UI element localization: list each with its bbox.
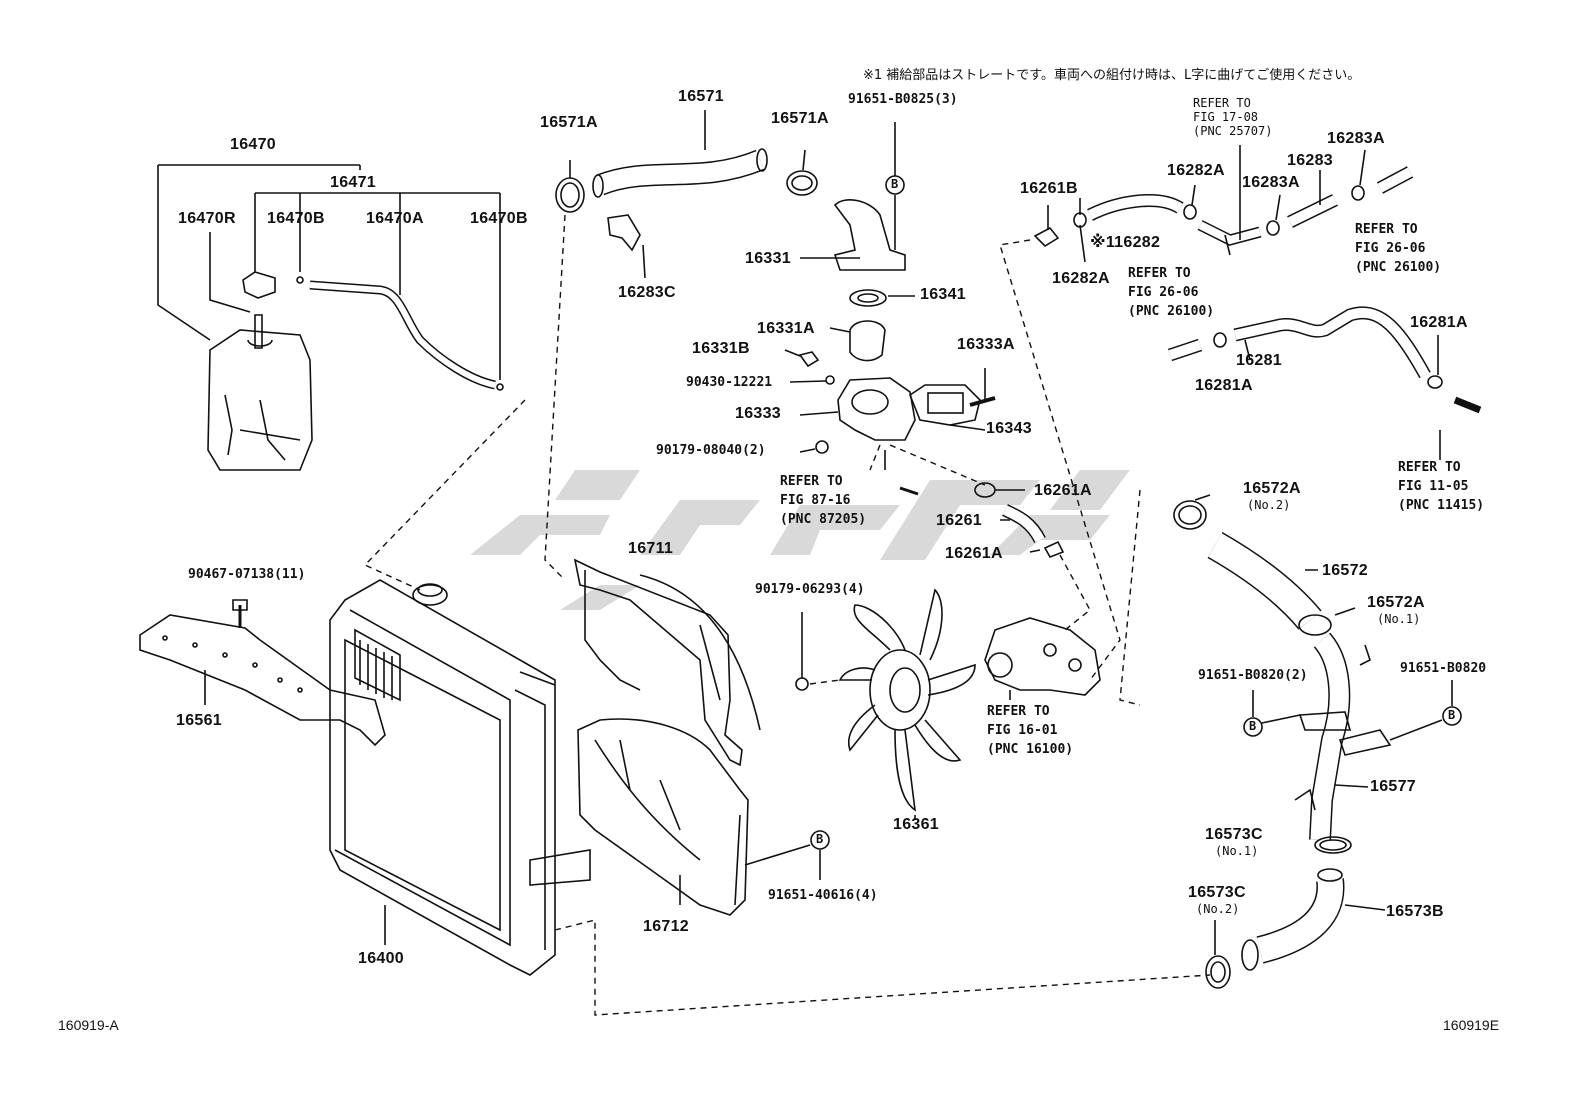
- part-label-91651-40616[interactable]: 91651-40616(4): [768, 888, 878, 903]
- part-label-16711[interactable]: 16711: [628, 540, 674, 557]
- radiator-support: [139, 614, 386, 747]
- part-label-90430-12221[interactable]: 90430-12221: [686, 375, 773, 390]
- part-label-16283a-2[interactable]: 16283A: [1242, 174, 1300, 191]
- part-label-16573c-2-sub: (No.2): [1196, 902, 1240, 916]
- part-label-16331[interactable]: 16331: [745, 250, 791, 267]
- part-label-91651-b0820-2[interactable]: 91651-B0820: [1400, 661, 1487, 676]
- part-label-16572[interactable]: 16572: [1322, 562, 1368, 579]
- part-label-16261a-1[interactable]: 16261A: [1034, 482, 1092, 499]
- part-label-16333[interactable]: 16333: [735, 405, 781, 422]
- fan-shroud-lower: [577, 718, 749, 916]
- cooling-fan: [838, 588, 976, 820]
- part-label-16281a-2[interactable]: 16281A: [1195, 377, 1253, 394]
- part-label-16283a-1[interactable]: 16283A: [1327, 130, 1385, 147]
- part-label-16470b-1[interactable]: 16470B: [267, 210, 325, 227]
- part-label-91651-b0825[interactable]: 91651-B0825(3): [848, 92, 958, 107]
- radiator: [329, 579, 591, 976]
- part-label-16341[interactable]: 16341: [920, 286, 966, 303]
- part-label-90179-08040[interactable]: 90179-08040(2): [656, 443, 766, 458]
- part-label-16577[interactable]: 16577: [1370, 778, 1416, 795]
- part-label-16400[interactable]: 16400: [358, 950, 404, 967]
- part-label-16281[interactable]: 16281: [1236, 352, 1282, 369]
- part-label-16361[interactable]: 16361: [893, 816, 939, 833]
- part-label-16572a-1[interactable]: 16572A: [1243, 480, 1301, 497]
- supply-part-note: ※1 補給部品はストレートです。車両への組付け時は、L字に曲げてご使用ください。: [863, 68, 1361, 83]
- part-label-16343[interactable]: 16343: [986, 420, 1032, 437]
- part-label-16261[interactable]: 16261: [936, 512, 982, 529]
- part-label-90467-07138[interactable]: 90467-07138(11): [188, 567, 306, 582]
- part-label-91651-b0820-1[interactable]: 91651-B0820(2): [1198, 668, 1308, 683]
- part-label-16283c[interactable]: 16283C: [618, 284, 676, 301]
- part-label-16282a-2[interactable]: 16282A: [1052, 270, 1110, 287]
- watermark-logo: [470, 470, 1130, 610]
- part-label-16572a-2-sub: (No.1): [1377, 612, 1421, 626]
- water-pump: [984, 617, 1101, 700]
- part-label-16573c-1[interactable]: 16573C: [1205, 826, 1263, 843]
- part-label-16573b[interactable]: 16573B: [1386, 903, 1444, 920]
- part-label-16573c-1-sub: (No.1): [1215, 844, 1259, 858]
- connector-b-marker-shroud: B: [816, 832, 824, 846]
- refer-fig-17-08[interactable]: REFER TO FIG 17-08 (PNC 25707): [1193, 96, 1273, 138]
- part-label-16333a[interactable]: 16333A: [957, 336, 1015, 353]
- figure-id-right: 160919E: [1443, 1017, 1500, 1033]
- figure-id-left: 160919-A: [58, 1017, 119, 1033]
- part-label-16470[interactable]: 16470: [230, 136, 276, 153]
- part-label-16282a-1[interactable]: 16282A: [1167, 162, 1225, 179]
- part-label-16571[interactable]: 16571: [678, 88, 724, 105]
- refer-fig-26-06-a[interactable]: REFER TO FIG 26-06 (PNC 26100): [1355, 222, 1442, 275]
- reservoir-hose: [309, 280, 497, 390]
- refer-fig-87-16[interactable]: REFER TO FIG 87-16 (PNC 87205): [780, 474, 867, 527]
- refer-fig-26-06-b[interactable]: REFER TO FIG 26-06 (PNC 26100): [1128, 266, 1215, 319]
- part-label-16471[interactable]: 16471: [330, 174, 376, 191]
- part-label-16283[interactable]: 16283: [1287, 152, 1333, 169]
- reservoir-tank: [207, 314, 313, 471]
- part-label-16571a-2[interactable]: 16571A: [771, 110, 829, 127]
- part-label-16281a-1[interactable]: 16281A: [1410, 314, 1468, 331]
- fan-shroud-upper: [573, 558, 761, 767]
- part-label-16331a[interactable]: 16331A: [757, 320, 815, 337]
- part-label-16261a-2[interactable]: 16261A: [945, 545, 1003, 562]
- part-label-16261b[interactable]: 16261B: [1020, 180, 1078, 197]
- part-label-16572a-2[interactable]: 16572A: [1367, 594, 1425, 611]
- part-label-16470a[interactable]: 16470A: [366, 210, 424, 227]
- connector-b-marker-left: B: [1249, 719, 1257, 733]
- part-label-90179-06293[interactable]: 90179-06293(4): [755, 582, 865, 597]
- part-label-16470b-2[interactable]: 16470B: [470, 210, 528, 227]
- connector-b-marker-top: B: [891, 177, 899, 191]
- part-label-16571a-1[interactable]: 16571A: [540, 114, 598, 131]
- refer-fig-11-05[interactable]: REFER TO FIG 11-05 (PNC 11415): [1398, 460, 1485, 513]
- part-label-16561[interactable]: 16561: [176, 712, 222, 729]
- part-label-16331b[interactable]: 16331B: [692, 340, 750, 357]
- part-label-16572a-1-sub: (No.2): [1247, 498, 1291, 512]
- part-label-16712[interactable]: 16712: [643, 918, 689, 935]
- refer-fig-16-01[interactable]: REFER TO FIG 16-01 (PNC 16100): [987, 704, 1074, 757]
- reservoir-cap: [242, 271, 276, 299]
- part-label-16282[interactable]: ※116282: [1090, 234, 1161, 251]
- part-label-16470r[interactable]: 16470R: [178, 210, 236, 227]
- connector-b-marker-right: B: [1448, 708, 1456, 722]
- part-label-16573c-2[interactable]: 16573C: [1188, 884, 1246, 901]
